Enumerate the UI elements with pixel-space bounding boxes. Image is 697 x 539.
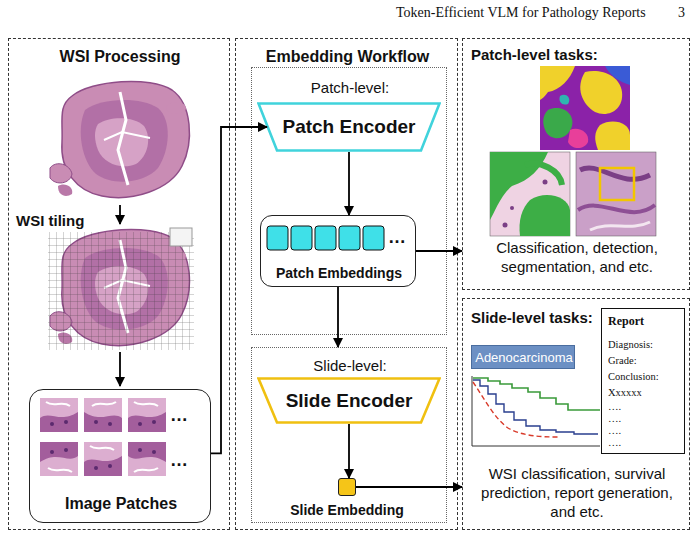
- wsi-image: [50, 81, 189, 197]
- node-text: ….: [608, 437, 680, 449]
- detection-patch: [580, 168, 650, 179]
- wsi-image: [50, 81, 189, 197]
- node-text: Patch Encoder: [257, 115, 441, 139]
- detection-patch: [590, 222, 650, 230]
- node-text: Patch-level:: [252, 79, 448, 98]
- embeddings-box: Patch Embeddings: [260, 215, 416, 287]
- node-text: Slide Encoder: [257, 389, 441, 413]
- node-text: Grade:: [608, 355, 680, 367]
- classification-patch: [525, 164, 562, 185]
- patch-thumbnails: [40, 442, 78, 476]
- embedding-token: [339, 226, 360, 250]
- patch-thumbnails: [84, 442, 122, 476]
- node-text: ….: [608, 425, 680, 437]
- embedding-token: [291, 226, 312, 250]
- node-text: Embedding Workflow: [236, 47, 459, 67]
- segmentation-map: [540, 66, 630, 150]
- classification-patch: [503, 223, 508, 228]
- patch-thumbnails: [40, 398, 166, 476]
- ellipsis-mark: …: [170, 449, 194, 472]
- dotted-subpanel: Patch-level: Patch EncoderPatch Embedding…: [251, 67, 447, 335]
- running-header: Token-Efficient VLM for Pathology Report…: [396, 4, 696, 22]
- segmentation-map: [540, 66, 575, 100]
- node-text: Diagnosis:: [608, 339, 680, 351]
- classification-patch: [543, 180, 548, 185]
- node-text: Patch-level tasks:: [471, 46, 683, 65]
- survival-curve: [472, 376, 600, 446]
- classification-patch: [510, 206, 514, 210]
- segmentation-map: [543, 108, 572, 138]
- node-text: Patch Embeddings: [261, 265, 417, 283]
- segmentation-map: [568, 129, 588, 148]
- node-text: Adenocarcinoma: [472, 350, 576, 366]
- survival-curve: [473, 380, 598, 434]
- flow-arrow: [119, 352, 121, 386]
- wsi-tiled-image: [48, 228, 194, 350]
- wsi-tiled-image: [170, 228, 192, 246]
- embedding-token: [315, 226, 336, 250]
- node-text: Classification, detection, segmentation,…: [471, 239, 683, 277]
- dotted-subpanel: Slide-level: Slide EncoderSlide Embedding: [251, 347, 447, 523]
- survival-curve: [473, 382, 560, 437]
- segmentation-map: [540, 66, 630, 150]
- embedding-token: [267, 226, 288, 250]
- classification-patch: [490, 152, 570, 236]
- segmentation-map: [605, 66, 630, 85]
- embedding-token: [363, 226, 384, 250]
- dashed-panel: Embedding WorkflowPatch-level: Patch Enco…: [235, 38, 458, 530]
- node-text: ….: [608, 401, 680, 413]
- patch-thumbnails: [84, 398, 122, 432]
- patch-thumbnails: [128, 398, 166, 432]
- node-text: ….: [608, 413, 680, 425]
- node-text: Report: [608, 314, 680, 329]
- survival-curve: [472, 376, 600, 446]
- detection-patch: [578, 205, 655, 212]
- flow-arrow: [119, 205, 121, 224]
- node-text: WSI Processing: [9, 47, 231, 67]
- flow-arrow: [120, 205, 121, 386]
- page-number: 3: [678, 4, 694, 22]
- connector-arrow: [337, 287, 339, 347]
- classification-patch: [490, 152, 570, 236]
- detection-patch: [600, 168, 634, 200]
- ellipsis-mark: …: [170, 404, 194, 427]
- node-text: Slide-level:: [252, 357, 448, 376]
- step-label: WSI tiling: [16, 212, 116, 231]
- detection-patch: [576, 152, 656, 236]
- dashed-panel: Slide-level tasks:WSI classification, su…: [462, 298, 690, 530]
- segmentation-map: [595, 122, 630, 150]
- wsi-tiled-image: [48, 232, 194, 350]
- node-text: Slide Embedding: [284, 502, 410, 520]
- node-text: WSI classification, survival prediction,…: [469, 465, 685, 521]
- patch-thumbnails: [128, 442, 166, 476]
- ellipsis-mark: …: [388, 226, 412, 249]
- encoder-trapezoid: Patch Encoder: [257, 102, 441, 152]
- detection-patch: [576, 152, 656, 236]
- patch-thumbnails: [40, 398, 78, 432]
- connector-arrow: [348, 152, 350, 215]
- dashed-panel: Patch-level tasks: Classification, detect…: [462, 38, 690, 290]
- segmentation-map: [559, 95, 569, 105]
- report-card: ReportDiagnosis: Grade: Conclusion: Xxxxxx ……: [601, 308, 685, 454]
- connector-arrow: [416, 250, 462, 252]
- connector-arrow: [348, 424, 350, 478]
- slide-embedding: Slide Embedding: [284, 478, 410, 522]
- classification-patch: [519, 195, 570, 236]
- node-text: Image Patches: [30, 494, 212, 514]
- node-text: Conclusion:: [608, 371, 680, 383]
- node-text: Xxxxxx: [608, 387, 680, 399]
- embedding-token: [267, 226, 384, 250]
- connector-arrow: [211, 127, 267, 453]
- connector-arrow: [356, 486, 462, 488]
- label-box: Adenocarcinoma: [471, 345, 575, 369]
- dashed-panel: WSI ProcessingImage Patches: [8, 38, 230, 530]
- embedding-square: [338, 478, 356, 496]
- encoder-trapezoid: Slide Encoder: [257, 377, 441, 424]
